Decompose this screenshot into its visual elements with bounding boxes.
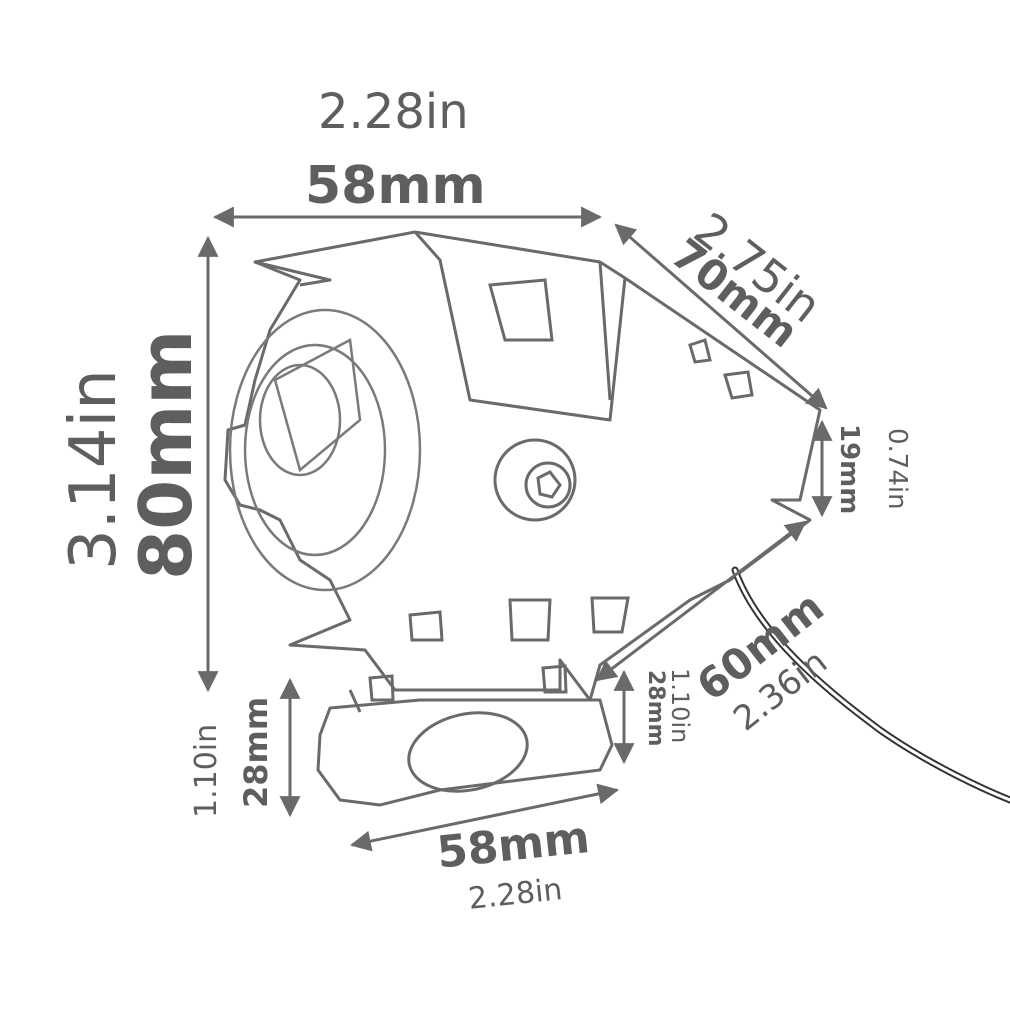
diagonal-arrow bbox=[614, 223, 828, 410]
side-step-mm: 19mm bbox=[834, 424, 864, 515]
top-width-inches: 2.28in bbox=[318, 84, 469, 140]
dimension-arrows bbox=[197, 206, 833, 852]
mount-bolt bbox=[493, 438, 577, 522]
lens bbox=[228, 308, 422, 592]
lower-diagonal-arrow bbox=[595, 520, 807, 682]
handlebar-clamp bbox=[316, 689, 614, 807]
height-mm: 80mm bbox=[124, 329, 208, 580]
top-width-mm: 58mm bbox=[305, 156, 486, 216]
clamp-left-mm: 28mm bbox=[237, 696, 275, 808]
housing-details bbox=[368, 278, 754, 702]
clamp-right-mm: 28mm bbox=[643, 670, 668, 747]
side-step-inches: 0.74in bbox=[882, 428, 912, 510]
clamp-width-arrow bbox=[349, 783, 620, 852]
clamp-left-inches: 1.10in bbox=[189, 723, 224, 818]
height-inches: 3.14in bbox=[57, 369, 131, 570]
clamp-right-inches: 1.10in bbox=[666, 668, 694, 744]
